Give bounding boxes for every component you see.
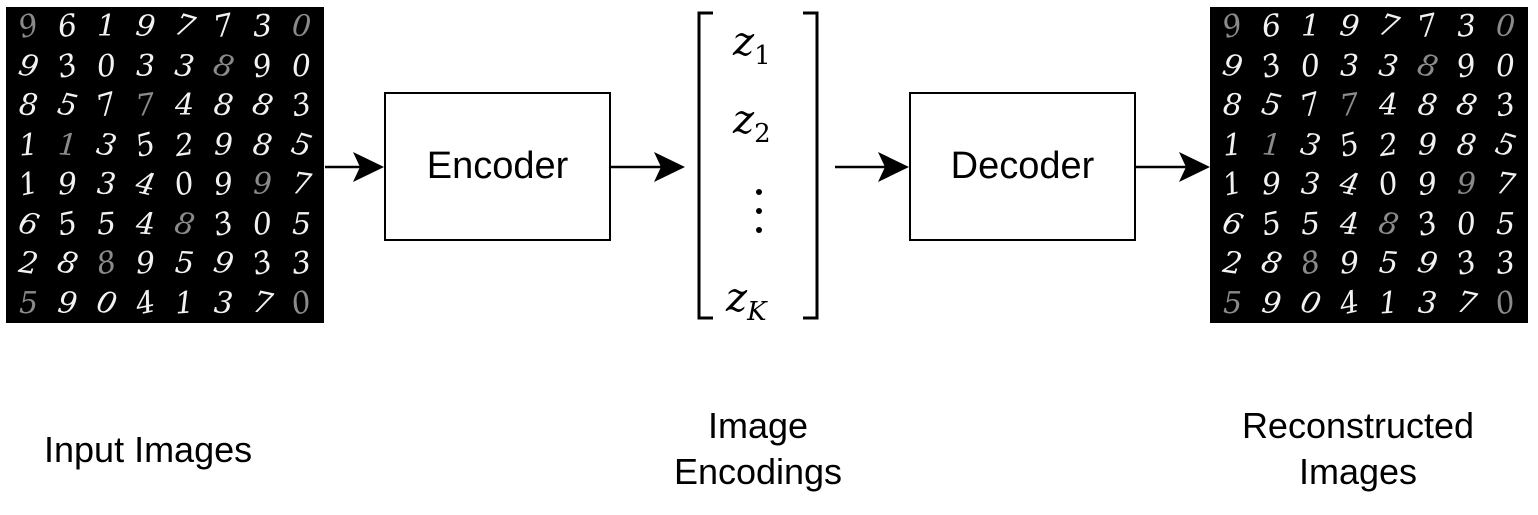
- vertical-ellipsis: [751, 189, 767, 246]
- digit-cell: 5: [1495, 206, 1516, 242]
- image-encodings-caption-line1: Image: [707, 405, 809, 446]
- image-encodings-caption: Image Encodings: [654, 403, 862, 495]
- digit-cell: 3: [135, 48, 156, 84]
- decoder-box: Decoder: [909, 92, 1136, 241]
- input-images-caption: Input Images: [44, 429, 253, 470]
- digit-cell: 9: [1417, 127, 1438, 163]
- digit-cell: 5: [1222, 285, 1243, 321]
- image-encodings-caption-line2: Encodings: [673, 451, 843, 492]
- digit-cell: 1: [96, 9, 117, 44]
- digit-cell: 5: [18, 285, 39, 321]
- arrow-encoder-to-encodings: [611, 152, 685, 182]
- digit-cell: 9: [252, 167, 273, 202]
- digit-cell: 5: [291, 206, 312, 242]
- digit-cell: 3: [1339, 48, 1360, 84]
- left-bracket: [697, 11, 713, 320]
- encoder-label: Encoder: [426, 145, 569, 187]
- decoder-label: Decoder: [950, 145, 1095, 187]
- reconstructed-images-caption-line2: Images: [1298, 451, 1418, 492]
- arrow-decoder-to-output: [1136, 152, 1210, 182]
- arrow-encodings-to-decoder: [835, 152, 909, 182]
- digit-cell: 9: [213, 127, 234, 163]
- digit-cell: 9: [1456, 167, 1477, 202]
- digit-cell: 4: [1378, 88, 1399, 123]
- encoding-zK: zK: [726, 275, 767, 327]
- reconstructed-images-caption: Reconstructed Images: [1214, 403, 1502, 495]
- encoding-z2: z2: [733, 97, 771, 149]
- right-bracket: [803, 11, 819, 320]
- arrow-input-to-encoder: [325, 152, 384, 182]
- digit-cell: 4: [174, 88, 195, 123]
- digit-cell: 1: [1300, 9, 1321, 44]
- encoding-z1: z1: [733, 19, 771, 71]
- encoder-box: Encoder: [384, 92, 611, 241]
- reconstructed-images-caption-line1: Reconstructed: [1241, 405, 1475, 446]
